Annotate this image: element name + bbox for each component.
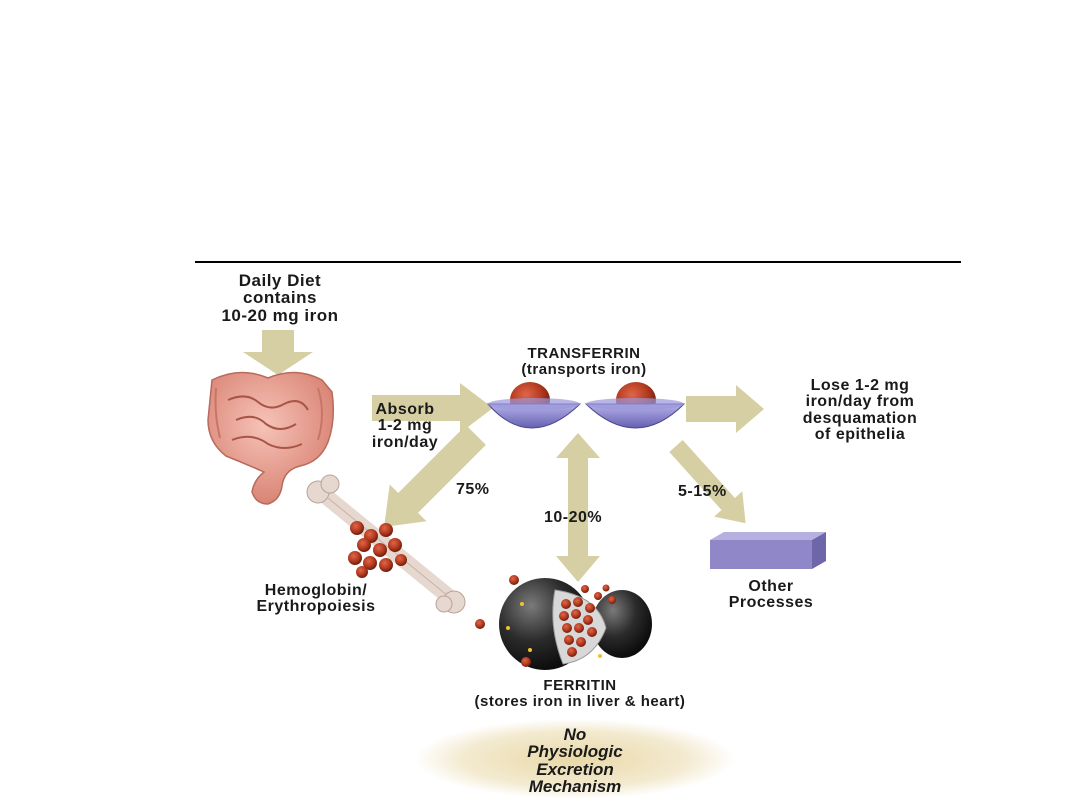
lose-label: Lose 1-2 mg iron/day from desquamation o… <box>802 377 918 443</box>
top-divider-line <box>195 261 961 263</box>
other-processes-box-icon <box>710 532 826 569</box>
diet-label: Daily Diet contains 10-20 mg iron <box>221 271 339 325</box>
excretion-glow <box>415 719 735 799</box>
ferritin-title: FERRITIN <box>543 677 617 694</box>
transferrin-icon <box>486 382 686 429</box>
other-arrow <box>669 439 746 524</box>
absorb-arrow <box>372 383 493 433</box>
ferritin-double-arrow <box>556 433 600 582</box>
transferrin-subtitle: (transports iron) <box>521 361 647 378</box>
pct-other-label: 5-15% <box>678 483 727 500</box>
pct-ferritin-label: 10-20% <box>544 509 603 526</box>
excretion-note: No Physiologic Excretion Mechanism <box>527 725 623 796</box>
transferrin-title: TRANSFERRIN <box>527 345 641 362</box>
other-processes-label: Other Processes <box>728 578 814 612</box>
pct-hemoglobin-label: 75% <box>456 481 490 498</box>
ferritin-icon <box>475 575 652 670</box>
hemoglobin-iron-cluster <box>348 521 407 578</box>
intestine-icon <box>207 371 335 505</box>
diet-arrow <box>243 330 313 375</box>
bone-icon <box>306 474 466 614</box>
absorb-label: Absorb 1-2 mg iron/day <box>371 401 439 451</box>
hemoglobin-label: Hemoglobin/ Erythropoiesis <box>256 582 376 616</box>
lose-arrow <box>686 385 764 433</box>
hemoglobin-arrow <box>384 425 486 527</box>
ferritin-subtitle: (stores iron in liver & heart) <box>474 693 686 710</box>
